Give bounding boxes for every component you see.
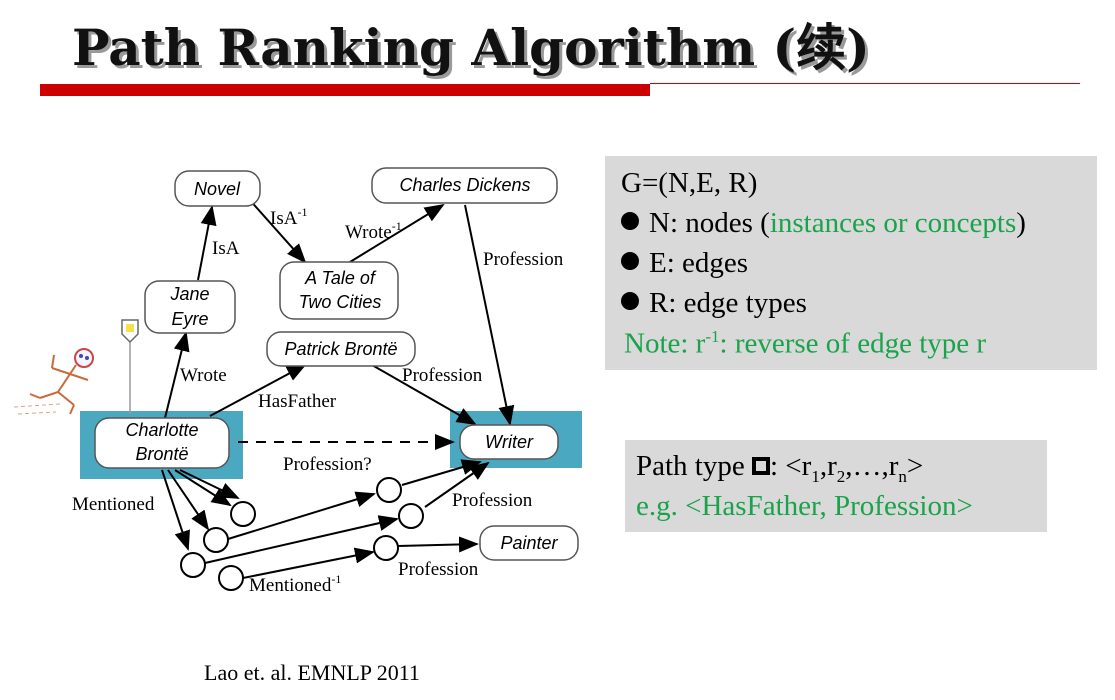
path-type-panel (625, 440, 1047, 532)
edge-c7-painter (397, 536, 479, 553)
node-painter-label: Painter (500, 533, 558, 553)
node-writer (459, 424, 559, 460)
edges-bullet: E: edges (621, 247, 748, 280)
node-jane-label-2: Eyre (171, 309, 208, 329)
bullet-dot-icon (621, 212, 639, 230)
edge-label-wrote-inv: Wrote-1 (345, 219, 402, 243)
edge-m2 (174, 469, 232, 507)
edge-label-profession-cd: Profession (483, 249, 564, 270)
nodes-label: N: nodes ( (649, 207, 770, 239)
node-jane-eyre (144, 280, 236, 334)
sep-2: ,…,r (845, 450, 899, 482)
edge-label-mentioned: Mentioned (72, 494, 155, 515)
sub-1: 1 (811, 466, 820, 486)
node-patrick-bronte (266, 331, 416, 367)
graph-definition: G=(N,E, R) (621, 167, 758, 199)
edge-label-profession-w: Profession (452, 490, 533, 511)
title-underline-bar (40, 84, 650, 96)
node-tale-of-two-cities (279, 261, 399, 320)
edge-c4-writer (401, 459, 482, 486)
note-rest: : reverse of edge type r (719, 327, 987, 360)
nodes-suffix: ) (1016, 207, 1026, 239)
intermediate-node (376, 477, 402, 503)
node-charlotte-label-1: Charlotte (125, 420, 198, 440)
nodes-bullet: N: nodes (instances or concepts) (621, 207, 1026, 240)
edge-label-hasfather: HasFather (258, 391, 337, 412)
citation: Lao et. al. EMNLP 2011 (204, 660, 420, 685)
path-type-seq-prefix: : <r (770, 450, 812, 482)
edge-label-wrote: Wrote (180, 365, 227, 386)
edge-charles-writer (464, 204, 515, 426)
edge-charlotte-jane (164, 331, 190, 419)
node-writer-label: Writer (485, 432, 534, 452)
node-tale-label-2: Two Cities (299, 292, 382, 312)
edge-label-mentioned-inv: Mentioned-1 (249, 572, 341, 596)
node-painter (479, 525, 579, 561)
node-patrick-label: Patrick Brontë (284, 339, 397, 359)
note-label: Note: r (624, 327, 706, 360)
edge-jane-novel (197, 205, 217, 281)
bullet-dot-icon (621, 292, 639, 310)
path-type-square-icon (752, 457, 770, 475)
sub-2: 2 (836, 466, 846, 486)
edge-label-isa-inv: IsA-1 (270, 205, 307, 229)
path-type-label: Path type (636, 450, 752, 482)
note-sup: -1 (705, 327, 720, 346)
node-charlotte-bronte (94, 417, 230, 469)
intermediate-node (203, 527, 229, 553)
path-type-line: Path type : <r1,r2,…,rn> (636, 450, 923, 487)
edge-label-profession-q: Profession? (283, 454, 372, 475)
sep-1: ,r (819, 450, 837, 482)
edge-tale-charles (349, 203, 445, 263)
edge-label-profession-pb: Profession (402, 365, 483, 386)
edge-c5-writer (424, 461, 490, 508)
knowledge-graph-diagram: Novel Charles Dickens A Tale of Two Citi… (13, 167, 582, 596)
node-charles-dickens (371, 167, 558, 204)
edge-types-bullet: R: edge types (621, 287, 807, 320)
edge-m1 (167, 469, 210, 531)
pin-marker-icon (121, 319, 139, 414)
intermediate-node (373, 535, 399, 561)
intermediate-node (180, 552, 206, 578)
edge-label-profession-p: Profession (398, 559, 479, 580)
path-type-example: e.g. <HasFather, Profession> (636, 490, 973, 522)
note-line: Note: r-1: reverse of edge type r (624, 327, 986, 361)
slide-title: Path Ranking Algorithm (续) (72, 18, 870, 77)
sub-n: n (898, 466, 907, 486)
edges-label: E: edges (649, 247, 749, 279)
edge-m4 (179, 469, 240, 499)
node-jane-label-1: Jane (169, 284, 209, 304)
node-novel (174, 170, 261, 207)
edge-charlotte-patrick (209, 364, 307, 417)
node-novel-label: Novel (194, 179, 241, 199)
edge-c6-c7 (242, 547, 375, 579)
intermediate-node (230, 501, 256, 527)
bullet-dot-icon (621, 252, 639, 270)
edge-label-isa: IsA (212, 238, 240, 259)
intermediate-node (398, 503, 424, 529)
edge-c1-c4 (227, 491, 376, 540)
intermediate-node (218, 565, 244, 591)
node-charlotte-label-2: Brontë (135, 444, 188, 464)
edge-m3 (161, 469, 190, 551)
edge-c3-c5 (204, 515, 399, 564)
node-tale-label-1: A Tale of (304, 268, 377, 288)
seq-suffix: > (906, 450, 924, 482)
title-underline-thin (650, 83, 1080, 84)
node-charles-label: Charles Dickens (399, 175, 530, 195)
edge-novel-tale (247, 197, 307, 264)
nodes-green-text: instances or concepts (769, 207, 1017, 239)
definitions-panel (605, 156, 1097, 370)
edge-patrick-writer (371, 364, 477, 425)
running-person-icon (13, 348, 94, 415)
edge-types-label: R: edge types (649, 287, 807, 319)
